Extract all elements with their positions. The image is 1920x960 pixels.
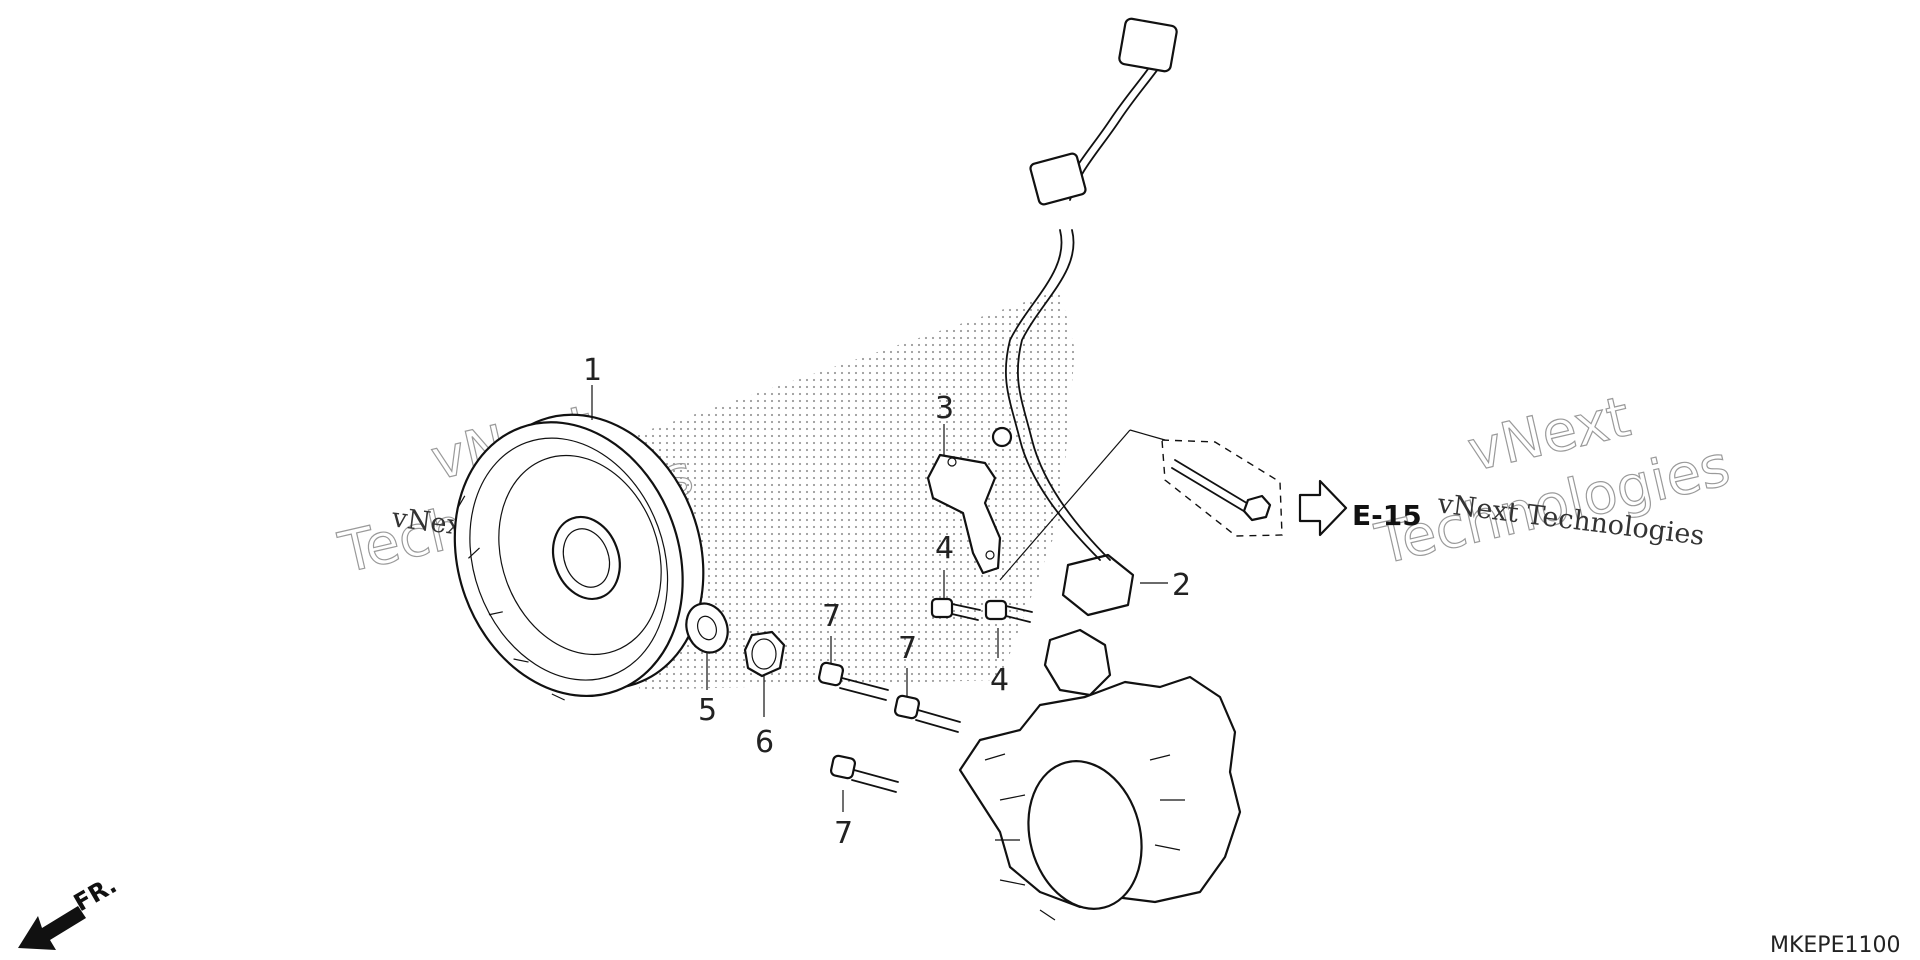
flange-nut: [743, 630, 786, 678]
leader-lines: [591, 385, 1168, 812]
watermark-right: vNext Technologies vNext Technologies: [1369, 384, 1736, 579]
front-arrow-icon: [18, 906, 86, 950]
washer: [685, 602, 729, 654]
stator-bolt-1: [817, 661, 889, 701]
stator-bolt-3: [829, 754, 899, 793]
reference-label: E-15: [1352, 499, 1422, 532]
wire-clamp: [926, 453, 1002, 575]
diagram-code: MKEPE1100: [1770, 933, 1900, 958]
callout-5: 5: [698, 693, 717, 728]
callout-2: 2: [1172, 568, 1191, 603]
callout-7c: 7: [834, 816, 853, 851]
stator-bolt-2: [893, 694, 961, 733]
callout-7b: 7: [898, 631, 917, 666]
callout-7a: 7: [822, 599, 841, 634]
flywheel-rotor: [453, 413, 705, 701]
pulser-bolt-1: [930, 597, 981, 621]
stator-assembly: [958, 553, 1242, 921]
callout-4b: 4: [990, 663, 1009, 698]
callout-4a: 4: [935, 531, 954, 566]
reference-arrow: [1298, 479, 1348, 537]
pulser-bolt-2: [984, 599, 1033, 623]
wiring-harness: [991, 17, 1178, 561]
callout-6: 6: [755, 725, 774, 760]
callout-3: 3: [935, 391, 954, 426]
reference-bolt-group: [999, 429, 1283, 581]
callout-1: 1: [583, 353, 602, 388]
